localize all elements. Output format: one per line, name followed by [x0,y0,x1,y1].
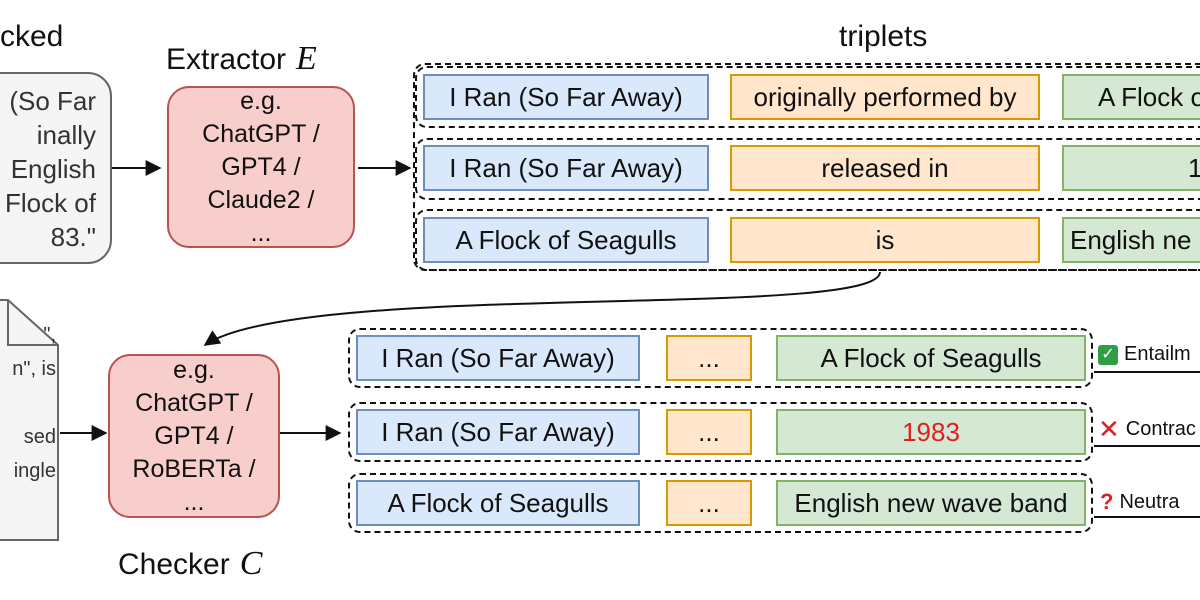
result-label: Contrac [1125,418,1196,440]
checker-line: GPT4 / [154,421,234,450]
extractor-line: GPT4 / [221,152,301,181]
extractor-line: e.g. [240,86,282,115]
triplet-predicate: originally performed by [730,74,1040,120]
extractor-line: Claude2 / [207,185,315,214]
checked-object: English new wave band [776,480,1086,526]
checker-label: Checker [118,548,230,581]
triplet-row [415,209,1200,271]
checked-triplet-row [348,402,1093,462]
triplets-header: triplets [839,20,928,53]
triplet-row [415,66,1200,128]
triplet-subject: I Ran (So Far Away) [423,74,709,120]
check-icon: ✓ [1098,344,1118,365]
result-entailment: ✓ Entailm [1098,343,1191,366]
result-neutral: ? Neutra [1100,489,1179,515]
question-icon: ? [1100,489,1114,514]
checked-object: A Flock of Seagulls [776,335,1086,381]
triplet-object: 1 [1062,145,1200,191]
reference-line: n", is [12,358,56,380]
triplet-predicate: is [730,217,1040,263]
triplet-predicate: released in [730,145,1040,191]
claim-line: (So Far [9,86,96,116]
reference-line: ingle [13,460,56,482]
result-label: Neutra [1119,490,1180,513]
checker-model-box: e.g. ChatGPT / GPT4 / RoBERTa / ... [108,354,280,518]
reference-line: sed [23,426,56,448]
triplets-to-checker-arrow [203,271,881,346]
checked-subject: I Ran (So Far Away) [356,409,640,455]
checked-triplet-row [348,328,1093,388]
result-underline [1094,371,1200,373]
extractor-label: Extractor [166,43,287,76]
reference-line: ", [43,324,56,346]
claim-line: Flock of [4,188,96,218]
extractor-line: ... [250,218,272,247]
extractor-line: ChatGPT / [202,119,320,148]
reference-text: ", n", is sed ingle [0,318,56,488]
extractor-header: Extractor E [166,40,317,78]
checker-symbol: C [239,545,263,582]
result-underline [1094,516,1200,518]
checked-object-contradicted: 1983 [776,409,1086,455]
claim-line: 83." [50,222,96,252]
claim-line: English [10,154,96,184]
claim-box [0,72,112,264]
result-label: Entailm [1124,343,1191,365]
extractor-model-box: e.g. ChatGPT / GPT4 / Claude2 / ... [167,86,355,248]
checked-subject: A Flock of Seagulls [356,480,640,526]
reference-line [0,386,56,420]
claim-text: (So Far inally English Flock of 83." [0,84,96,254]
cross-icon: ✕ [1098,414,1120,444]
triplet-subject: A Flock of Seagulls [423,217,709,263]
checked-subject: I Ran (So Far Away) [356,335,640,381]
claim-header: cked [0,20,64,53]
triplet-row [415,138,1200,200]
triplet-object: English ne [1062,217,1200,263]
result-underline [1094,445,1200,447]
checker-line: RoBERTa / [132,454,256,483]
checker-line: ChatGPT / [135,388,253,417]
triplet-subject: I Ran (So Far Away) [423,145,709,191]
reference-document-fold [7,300,58,346]
triplet-object: A Flock o [1062,74,1200,120]
extractor-symbol: E [296,40,317,77]
checked-predicate: ... [666,409,752,455]
checker-line: e.g. [173,355,215,384]
checked-predicate: ... [666,480,752,526]
checker-line: ... [183,487,205,516]
checked-triplet-row [348,473,1093,533]
checker-header: Checker C [118,545,262,583]
reference-document-shape [0,299,59,541]
checked-predicate: ... [666,335,752,381]
result-contradiction: ✕ Contrac [1098,414,1196,445]
claim-line: inally [36,120,96,150]
